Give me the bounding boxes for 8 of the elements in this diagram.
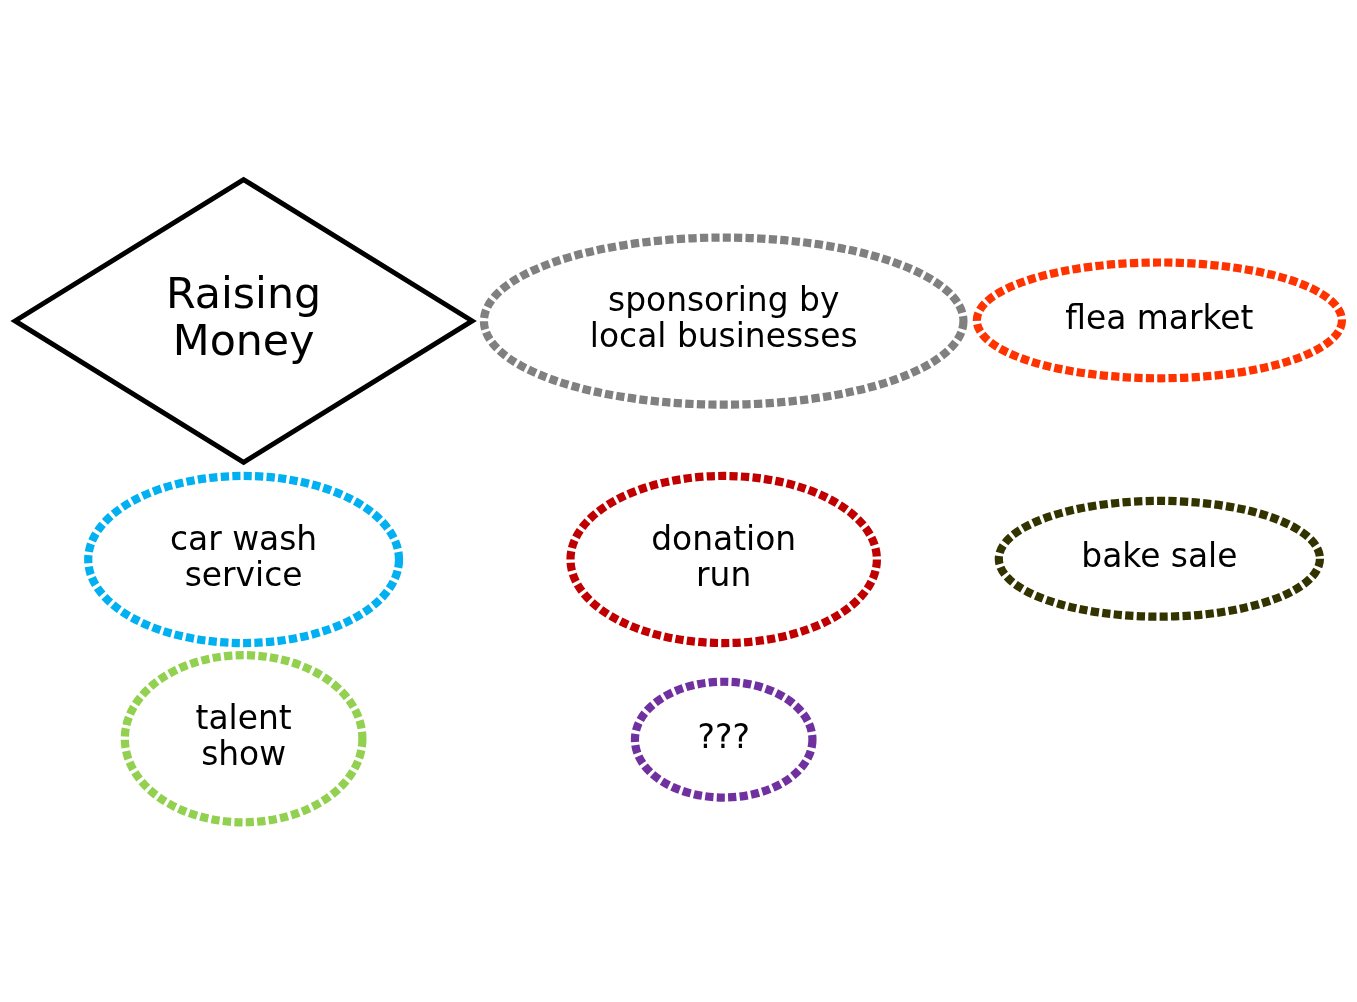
- node-ellipse: talent show: [120, 651, 367, 827]
- node-diamond: Raising Money: [10, 176, 477, 466]
- node-ellipse: donation run: [566, 471, 881, 648]
- node-ellipse: car wash service: [84, 471, 404, 648]
- node-ellipse: ???: [630, 677, 817, 802]
- node-ellipse: flea market: [972, 258, 1347, 383]
- node-ellipse: bake sale: [994, 496, 1325, 621]
- node-ellipse: sponsoring by local businesses: [479, 233, 968, 409]
